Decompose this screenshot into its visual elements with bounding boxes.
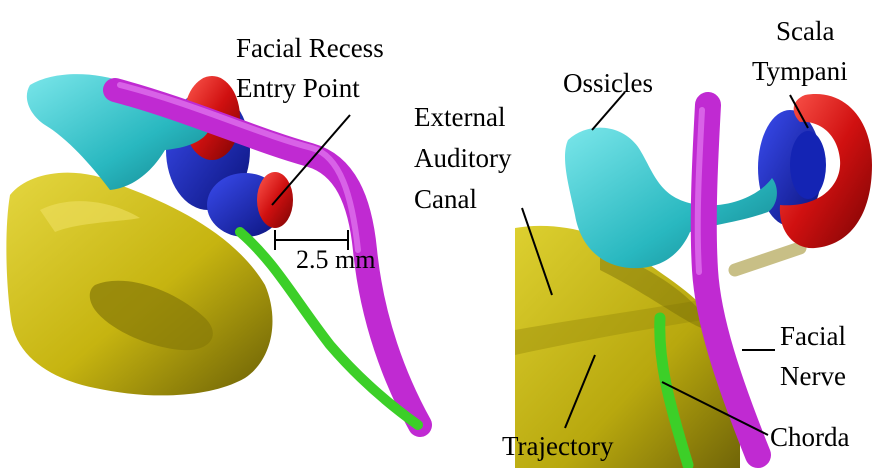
label-entry-line1: Facial Recess [236, 33, 384, 63]
trajectory-rod [735, 248, 800, 270]
entry-point-target [257, 172, 293, 228]
label-eac-line2: Auditory [414, 143, 512, 173]
ossicles-right [565, 128, 777, 269]
label-facial-line1: Facial [780, 321, 846, 351]
label-scale: 2.5 mm [296, 245, 375, 274]
label-eac-line1: External [414, 102, 505, 132]
label-scala-line2: Tympani [752, 56, 848, 86]
label-chorda: Chorda [770, 422, 850, 452]
scala-vestibuli-right-inner [790, 131, 826, 199]
label-trajectory: Trajectory [502, 431, 614, 461]
right-panel: Scala Tympani Ossicles External Auditory… [414, 16, 872, 468]
label-ossicles: Ossicles [563, 68, 653, 98]
label-eac-line3: Canal [414, 184, 477, 214]
label-scala-line1: Scala [776, 16, 834, 46]
label-facial-line2: Nerve [780, 361, 846, 391]
label-entry-line2: Entry Point [236, 73, 360, 103]
left-panel: Facial Recess Entry Point 2.5 mm [6, 33, 420, 425]
